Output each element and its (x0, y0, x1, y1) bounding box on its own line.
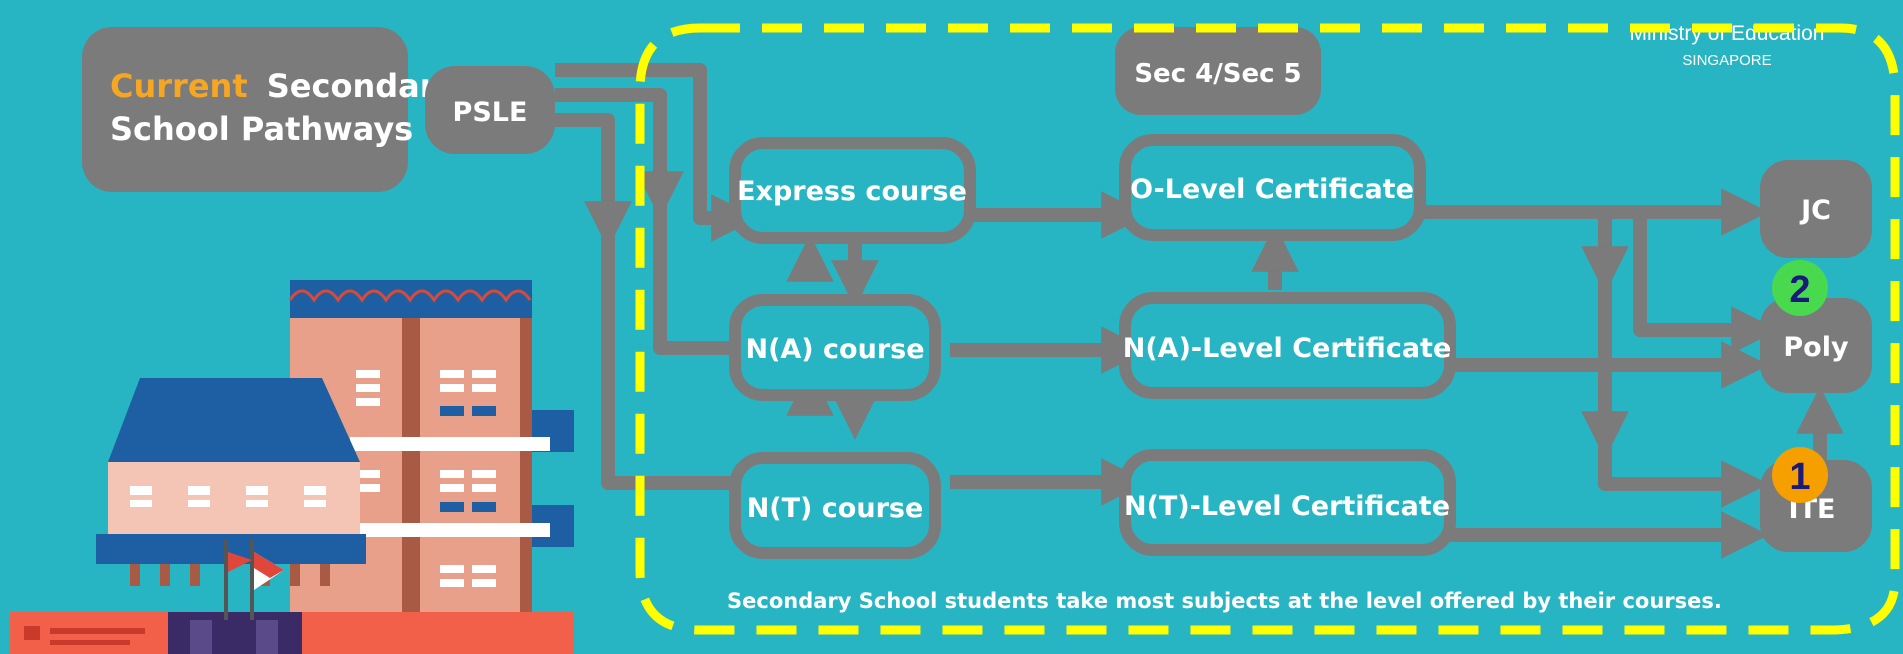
na-course-box (729, 294, 941, 401)
nt-course-box (729, 452, 941, 559)
nt-course-label: N(T) course (747, 493, 924, 524)
o-level-certificate-label: O-Level Certificate (1130, 174, 1414, 205)
na-course-label: N(A) course (745, 334, 924, 365)
nt-level-certificate-label: N(T)-Level Certificate (1124, 491, 1450, 522)
title-rest: Secondary (267, 67, 457, 105)
psle-box (425, 66, 555, 154)
jc-label: JC (1799, 195, 1831, 226)
ministry-country: SINGAPORE (1682, 52, 1771, 69)
nt-level-certificate-box (1119, 449, 1456, 556)
title-line2: School Pathways (110, 110, 413, 148)
o-level-certificate-box (1119, 134, 1426, 241)
badge-1-number: 1 (1789, 456, 1810, 498)
poly-label: Poly (1783, 332, 1849, 363)
psle-label: PSLE (453, 97, 528, 128)
title-box (82, 27, 408, 192)
school-building-illustration (10, 280, 574, 654)
sec4-sec5-label: Sec 4/Sec 5 (1134, 59, 1301, 89)
highlight-dashed-region (635, 23, 1900, 635)
jc-box (1760, 160, 1872, 258)
flow-connectors (555, 63, 1844, 559)
na-level-certificate-box (1119, 292, 1456, 399)
footnote: Secondary School students take most subj… (727, 589, 1722, 613)
na-level-certificate-label: N(A)-Level Certificate (1123, 333, 1452, 364)
title-line1: Current Secondary (110, 67, 457, 105)
badge-2: 2 (1772, 260, 1828, 316)
sec4-sec5-box (1115, 27, 1321, 115)
express-course-box (729, 137, 976, 244)
express-course-label: Express course (737, 176, 967, 207)
badge-2-number: 2 (1789, 269, 1810, 311)
poly-box (1760, 298, 1872, 393)
title-highlight: Current (110, 67, 248, 105)
badge-1: 1 (1772, 447, 1828, 503)
